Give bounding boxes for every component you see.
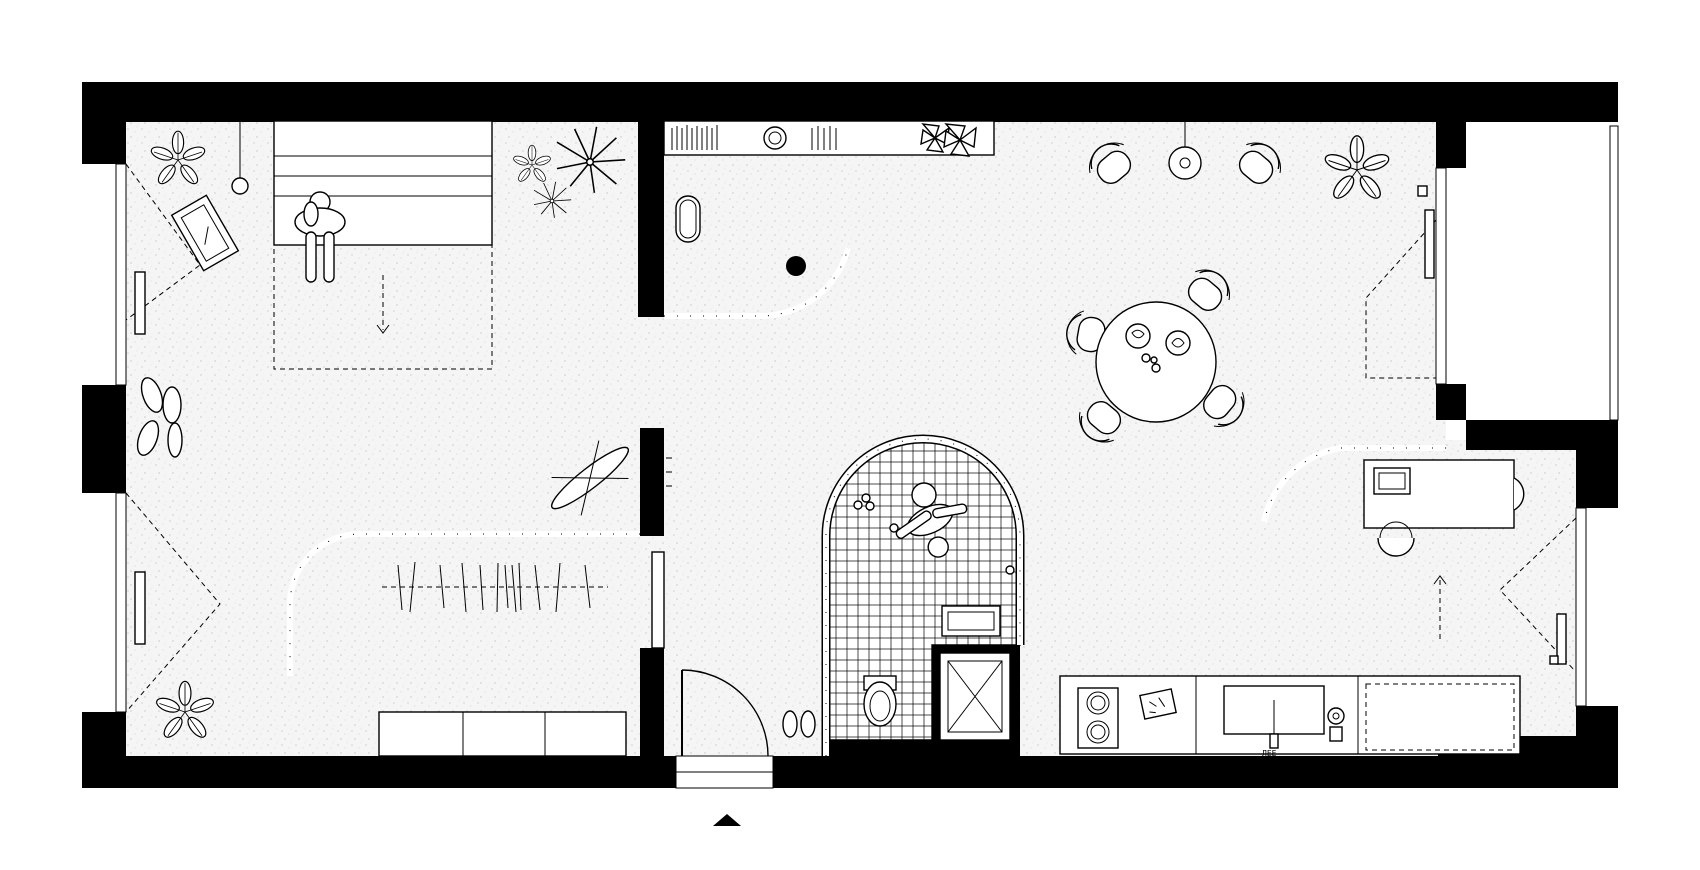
entrance [681, 669, 816, 826]
hangers [397, 561, 591, 613]
kitchen-sink-icon [1223, 685, 1325, 749]
bench[interactable] [378, 711, 627, 757]
slippers-icon [136, 377, 183, 458]
counter-space [1365, 683, 1515, 751]
ironing-board-icon [550, 440, 630, 516]
kitchen-tap-label: ЛЕЕ [1262, 749, 1277, 758]
side-table-icon [1168, 121, 1202, 180]
interior-walls [638, 121, 1020, 756]
living-dining [1062, 121, 1437, 452]
kitchen-office: ЛЕЕ [1059, 445, 1577, 758]
cutting-board-icon [1139, 688, 1177, 720]
person-icon [889, 503, 968, 558]
drain-icon [786, 256, 806, 276]
entrance-arrow-icon [713, 814, 741, 826]
sink[interactable] [941, 605, 1001, 637]
bathtub [675, 195, 701, 243]
shower-tray [939, 652, 1011, 741]
laptop-icon [1373, 467, 1411, 495]
person-icon [294, 191, 346, 283]
outer-walls [82, 82, 1618, 788]
cooktop-icon [1077, 687, 1119, 749]
bedroom [125, 120, 626, 741]
fan-icon [943, 123, 977, 157]
bath-niche [663, 120, 995, 320]
windows [115, 125, 1619, 789]
pendant-lamp-icon [231, 121, 249, 195]
coffee-machine-icon [1327, 707, 1345, 742]
chair-icon [1377, 477, 1525, 557]
rug [273, 244, 493, 370]
mirror-icon [170, 194, 240, 272]
tableware-icon [1125, 323, 1191, 373]
shoes-icon [782, 710, 816, 738]
toilet-icon [863, 675, 897, 727]
wardrobe [287, 440, 672, 757]
bathroom [821, 434, 1025, 756]
